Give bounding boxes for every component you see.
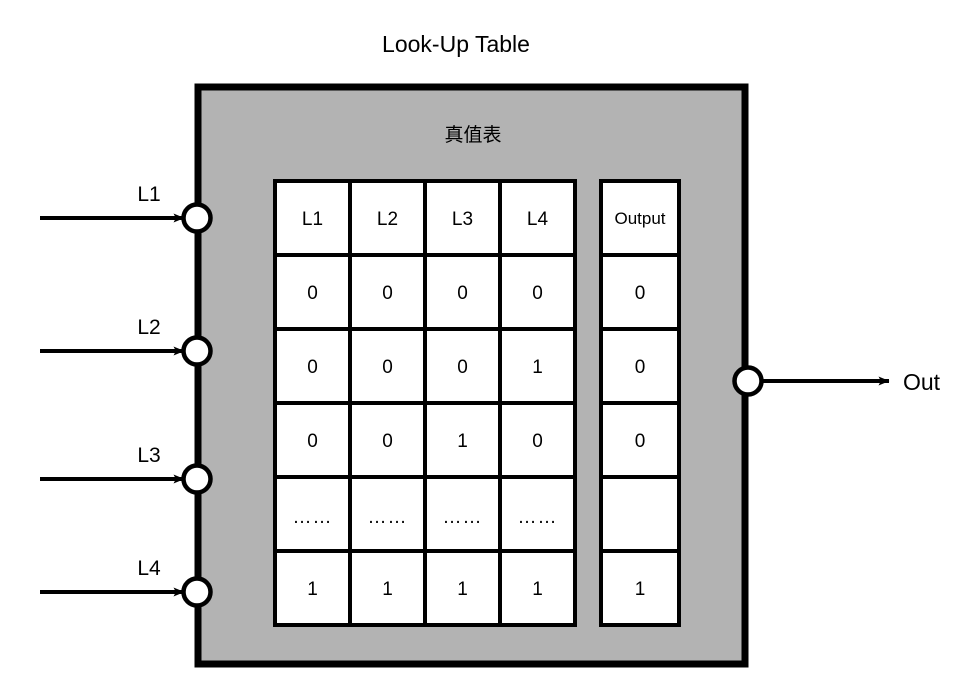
table-cell: [498, 475, 577, 553]
input-label-l3: L3: [137, 444, 160, 467]
input-port-l1[interactable]: L1: [40, 183, 213, 234]
table-cell-value: 0: [307, 283, 318, 304]
table-cell: [348, 475, 427, 553]
truth-table-row: 1 1 1 1: [273, 549, 577, 627]
table-cell-value: 0: [532, 283, 543, 304]
table-cell: [273, 549, 352, 627]
input-port-l3[interactable]: L3: [40, 444, 213, 495]
input-pin-l2[interactable]: [181, 335, 213, 367]
truth-table-output-column: Output 0 0 0 1: [599, 179, 681, 627]
table-cell-value: 0: [382, 431, 393, 452]
input-label-l2: L2: [137, 316, 160, 339]
input-pin-l1[interactable]: [181, 202, 213, 234]
table-header-cell: [498, 179, 577, 257]
table-cell-output-value: 0: [635, 283, 646, 304]
table-cell-value: 1: [457, 579, 468, 600]
table-cell-value: 1: [382, 579, 393, 600]
truth-table-row: 0 0 1 0: [273, 401, 577, 479]
table-header-cell-output: [599, 179, 681, 257]
truth-table-row: 0 0 0 0: [273, 253, 577, 331]
table-cell: [348, 549, 427, 627]
table-cell-output: [599, 401, 681, 479]
output-label: Out: [903, 369, 941, 395]
table-cell: [348, 327, 427, 405]
truth-table-caption: 真值表: [444, 124, 501, 146]
table-cell-value: ……: [293, 507, 333, 528]
table-header-l4: L4: [527, 209, 549, 230]
table-cell-value: 1: [532, 579, 543, 600]
table-cell: [498, 253, 577, 331]
table-cell-value: 0: [457, 357, 468, 378]
table-cell-output-value: 0: [635, 431, 646, 452]
input-label-l1: L1: [137, 183, 160, 206]
table-header-cell: [348, 179, 427, 257]
input-label-l4: L4: [137, 557, 161, 580]
table-cell-output-value: 1: [635, 579, 646, 600]
table-cell-value: 0: [382, 357, 393, 378]
output-pin[interactable]: [732, 365, 764, 397]
table-cell-value: ……: [368, 507, 408, 528]
input-port-l2[interactable]: L2: [40, 316, 213, 367]
truth-table-header-row: L1 L2 L3 L4: [273, 179, 577, 257]
table-cell-output: [599, 327, 681, 405]
table-header-l3: L3: [452, 209, 473, 230]
input-port-l4[interactable]: L4: [40, 557, 213, 608]
table-header-l1: L1: [302, 209, 323, 230]
table-cell-output-value: 0: [635, 357, 646, 378]
table-header-l2: L2: [377, 209, 398, 230]
input-pin-l4[interactable]: [181, 576, 213, 608]
table-cell-value: 1: [532, 357, 543, 378]
table-cell-value: ……: [518, 507, 558, 528]
table-cell-value: 0: [532, 431, 543, 452]
table-cell: [423, 401, 502, 479]
table-cell-value: 0: [307, 431, 318, 452]
table-cell: [498, 549, 577, 627]
table-cell-value: 0: [382, 283, 393, 304]
table-cell-output: [599, 549, 681, 627]
table-header-output: Output: [614, 209, 665, 228]
input-pin-l3[interactable]: [181, 463, 213, 495]
truth-table-row-ellipsis: …… …… …… ……: [273, 475, 577, 553]
table-cell: [498, 401, 577, 479]
table-cell-value: 0: [457, 283, 468, 304]
output-port[interactable]: Out: [732, 365, 941, 397]
table-cell-value: 1: [307, 579, 318, 600]
table-cell-value: 1: [457, 431, 468, 452]
table-cell-output: [599, 253, 681, 331]
table-cell-output-blank: [599, 475, 681, 553]
truth-table-row: 0 0 0 1: [273, 327, 577, 405]
table-cell-value: 0: [307, 357, 318, 378]
diagram-title: Look-Up Table: [382, 31, 530, 57]
table-cell: [348, 253, 427, 331]
table-cell-value: ……: [443, 507, 483, 528]
